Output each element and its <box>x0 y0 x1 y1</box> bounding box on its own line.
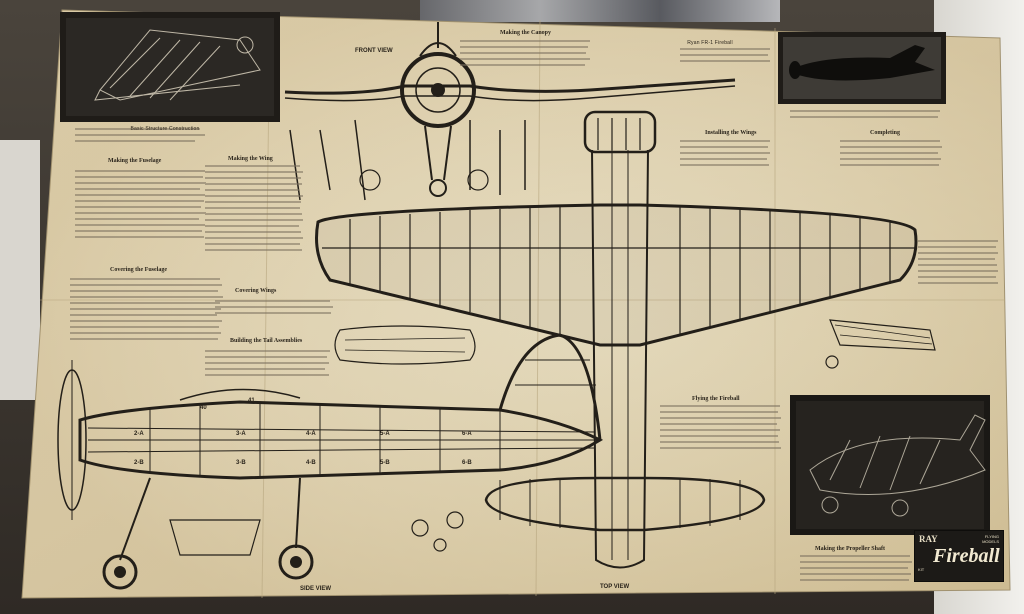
section-heading-h: Completing <box>870 130 900 136</box>
background-clutter <box>420 0 780 22</box>
logo-name: Fireball <box>933 545 1000 567</box>
section-heading-a: Making the Fuselage <box>108 158 162 164</box>
part-label: 4-A <box>306 431 316 437</box>
parts-drawing <box>169 119 936 556</box>
part-label: 6-B <box>462 460 472 466</box>
part-label: 3-A <box>236 431 246 437</box>
instruction-columns <box>70 40 998 581</box>
part-label: 6-A <box>462 431 472 437</box>
part-label: 41 <box>248 398 255 404</box>
front-view-label: FRONT VIEW <box>355 48 393 54</box>
photo-caption-top-left: Basic Structure Construction <box>130 126 200 132</box>
section-heading-f: Making the Canopy <box>500 30 552 36</box>
part-label: 5-A <box>380 431 390 437</box>
part-label: 2-B <box>134 460 144 466</box>
top-view-label: TOP VIEW <box>600 584 630 590</box>
logo-line2: MODELS <box>982 539 999 544</box>
plan-photos <box>60 12 990 535</box>
part-label: 4-B <box>306 460 316 466</box>
side-view-drawing <box>57 333 604 590</box>
section-heading-d: Covering Wings <box>235 288 277 294</box>
section-heading-j: Making the Propeller Shaft <box>815 546 885 552</box>
top-view-drawing <box>315 110 918 569</box>
part-label: 40 <box>200 405 207 411</box>
part-label: 2-A <box>134 431 144 437</box>
logo-line1: FLYING <box>984 534 999 539</box>
part-label: 5-B <box>380 460 390 466</box>
section-heading-c: Covering the Fuselage <box>110 267 167 273</box>
logo-brand: RAY <box>919 534 938 544</box>
front-view-drawing <box>284 22 736 197</box>
side-view-label: SIDE VIEW <box>300 586 332 592</box>
section-heading-i: Flying the Fireball <box>692 396 740 402</box>
fold-line <box>535 19 541 597</box>
shelf-object <box>0 140 40 400</box>
section-heading-g: Installing the Wings <box>705 130 757 136</box>
section-heading-e: Building the Tail Assemblies <box>230 338 303 344</box>
section-heading-b: Making the Wing <box>228 156 273 162</box>
logo-kit-number: KIT <box>918 567 925 572</box>
photo-caption-top-right: Ryan FR-1 Fireball <box>687 40 733 46</box>
part-label: 3-B <box>236 460 246 466</box>
